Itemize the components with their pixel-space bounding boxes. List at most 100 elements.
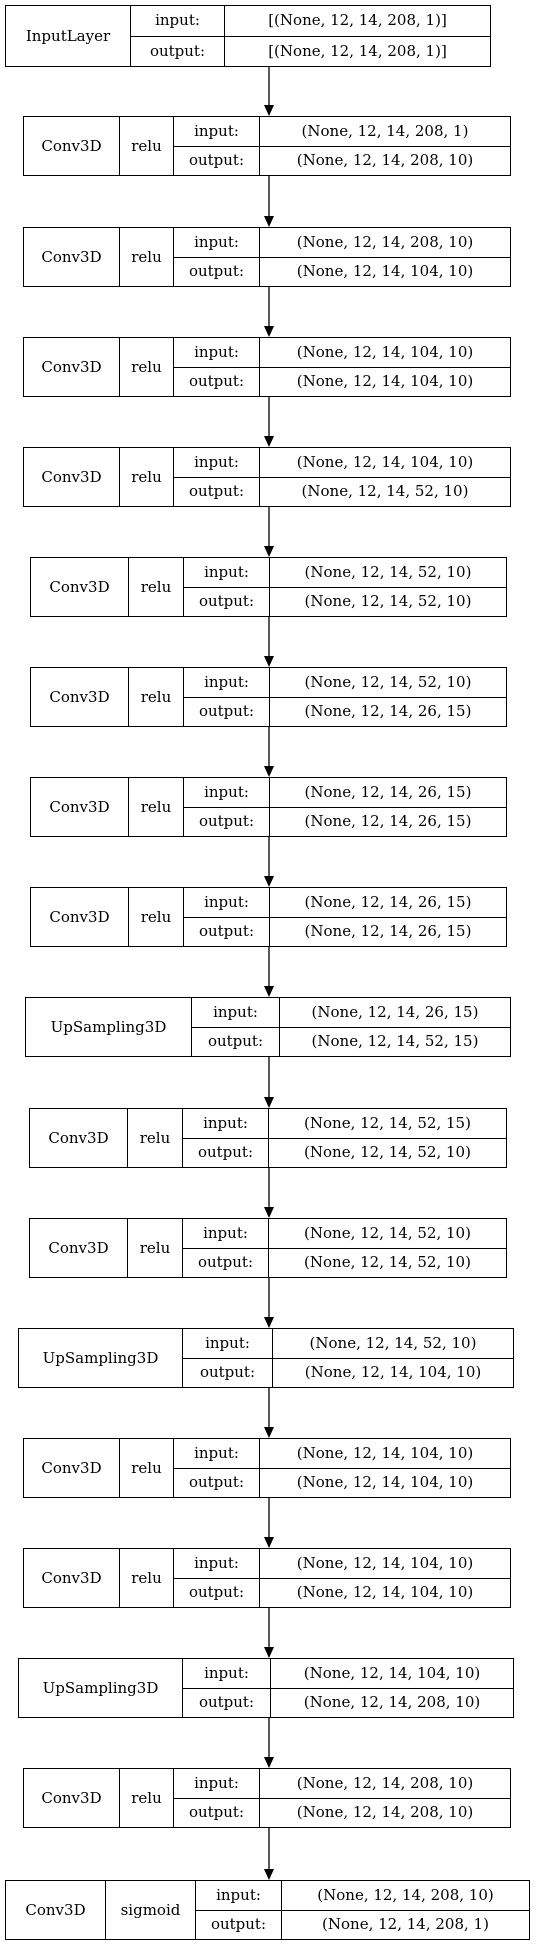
arrowhead-10	[264, 1097, 274, 1108]
input-shape: (None, 12, 14, 52, 10)	[269, 1219, 506, 1249]
io-shapes: (None, 12, 14, 26, 15)(None, 12, 14, 26,…	[270, 778, 506, 836]
layer-type: UpSampling3D	[19, 1329, 183, 1387]
io-labels: input:output:	[131, 6, 225, 66]
input-label: input:	[184, 668, 269, 698]
input-label: input:	[183, 1109, 268, 1139]
layer-activation: relu	[120, 338, 174, 396]
output-shape: (None, 12, 14, 104, 10)	[296, 1583, 474, 1602]
input-shape: (None, 12, 14, 104, 10)	[260, 1439, 510, 1469]
layer-type: InputLayer	[6, 6, 131, 66]
output-shape: (None, 12, 14, 104, 10)	[296, 372, 474, 391]
input-label: input:	[184, 778, 269, 808]
layer-activation: relu	[129, 778, 184, 836]
arrowhead-6	[264, 656, 274, 667]
layer-type: Conv3D	[31, 668, 129, 726]
io-shapes: (None, 12, 14, 208, 10) (None, 12, 14, 20…	[260, 1769, 510, 1827]
io-shapes: (None, 12, 14, 52, 10)(None, 12, 14, 52,…	[269, 1219, 506, 1277]
input-label: input:	[174, 1549, 259, 1579]
io-shapes: (None, 12, 14, 26, 15) (None, 12, 14, 26,…	[270, 888, 506, 946]
input-shape: (None, 12, 14, 104, 10)	[260, 448, 510, 478]
input-shape: (None, 12, 14, 104, 10)	[260, 338, 510, 368]
output-label: output:	[198, 1693, 255, 1712]
output-shape: (None, 12, 14, 52, 15)	[311, 1032, 479, 1051]
input-shape: (None, 12, 14, 104, 10)	[271, 1659, 513, 1689]
io-labels: input: output:	[196, 1881, 282, 1939]
output-label: output:	[197, 1143, 254, 1162]
layer-type: Conv3D	[24, 1549, 120, 1607]
input-label: input:	[174, 1769, 259, 1799]
io-labels: input: output:	[184, 778, 270, 836]
input-label: input:	[174, 228, 259, 258]
output-label: output:	[149, 41, 206, 60]
layer-activation: relu	[128, 1109, 183, 1167]
input-label: input:	[183, 1659, 270, 1689]
output-label: output:	[210, 1915, 267, 1934]
layer-activation: relu	[129, 558, 184, 616]
io-shapes: (None, 12, 14, 52, 10)(None, 12, 14, 104…	[273, 1329, 513, 1387]
arrowhead-1	[264, 105, 274, 116]
output-label: output:	[198, 812, 255, 831]
layer-type: Conv3D	[30, 1109, 128, 1167]
layer-type: Conv3D	[24, 1769, 120, 1827]
io-shapes: [(None, 12, 14, 208, 1)][(None, 12, 14, …	[225, 6, 490, 66]
output-shape: [(None, 12, 14, 208, 1)]	[268, 41, 447, 60]
output-shape: (None, 12, 14, 208, 10)	[296, 1803, 474, 1822]
io-shapes: (None, 12, 14, 52, 10) (None, 12, 14, 26,…	[270, 668, 506, 726]
input-shape: (None, 12, 14, 52, 10)	[270, 668, 506, 698]
input-label: input:	[183, 1329, 272, 1359]
output-label: output:	[188, 151, 245, 170]
layer-type: Conv3D	[24, 228, 120, 286]
input-label: input:	[196, 1881, 281, 1911]
layer-type: Conv3D	[24, 338, 120, 396]
arrowhead-7	[264, 766, 274, 777]
output-label: output:	[198, 702, 255, 721]
output-shape: (None, 12, 14, 26, 15)	[304, 702, 472, 721]
output-shape: (None, 12, 14, 208, 10)	[296, 151, 474, 170]
layer-activation: relu	[120, 448, 174, 506]
input-shape: (None, 12, 14, 52, 10)	[270, 558, 506, 588]
io-labels: input:output:	[174, 117, 260, 175]
layer-type: Conv3D	[31, 778, 129, 836]
output-shape: (None, 12, 14, 208, 1)	[322, 1915, 489, 1934]
output-shape: (None, 12, 14, 26, 15)	[304, 922, 472, 941]
arrowhead-16	[264, 1757, 274, 1768]
input-shape: (None, 12, 14, 26, 15)	[270, 888, 506, 918]
layer-activation: relu	[128, 1219, 183, 1277]
output-label: output:	[188, 372, 245, 391]
io-labels: input: output:	[174, 338, 260, 396]
input-shape: (None, 12, 14, 104, 10)	[260, 1549, 510, 1579]
input-shape: (None, 12, 14, 52, 15)	[269, 1109, 506, 1139]
arrowhead-4	[264, 436, 274, 447]
input-label: input:	[174, 338, 259, 368]
layer-type: Conv3D	[24, 117, 120, 175]
arrowhead-15	[264, 1647, 274, 1658]
layer-type: Conv3D	[31, 888, 129, 946]
layer-type: Conv3D	[6, 1881, 106, 1939]
input-shape: (None, 12, 14, 208, 10)	[260, 1769, 510, 1799]
io-labels: input:output:	[174, 448, 260, 506]
io-labels: input:output:	[174, 1439, 260, 1497]
io-labels: input: output:	[174, 1549, 260, 1607]
layer-type: Conv3D	[24, 448, 120, 506]
layer-activation: relu	[129, 888, 184, 946]
arrowhead-13	[264, 1427, 274, 1438]
io-shapes: (None, 12, 14, 104, 10) (None, 12, 14, 10…	[260, 338, 510, 396]
output-label: output:	[188, 1583, 245, 1602]
io-shapes: (None, 12, 14, 104, 10) (None, 12, 14, 52…	[260, 448, 510, 506]
layer-activation: relu	[120, 117, 174, 175]
io-shapes: (None, 12, 14, 52, 15)(None, 12, 14, 52,…	[269, 1109, 506, 1167]
output-shape: (None, 12, 14, 104, 10)	[304, 1363, 482, 1382]
layer-activation: relu	[120, 1439, 174, 1497]
output-shape: (None, 12, 14, 52, 10)	[301, 482, 469, 501]
